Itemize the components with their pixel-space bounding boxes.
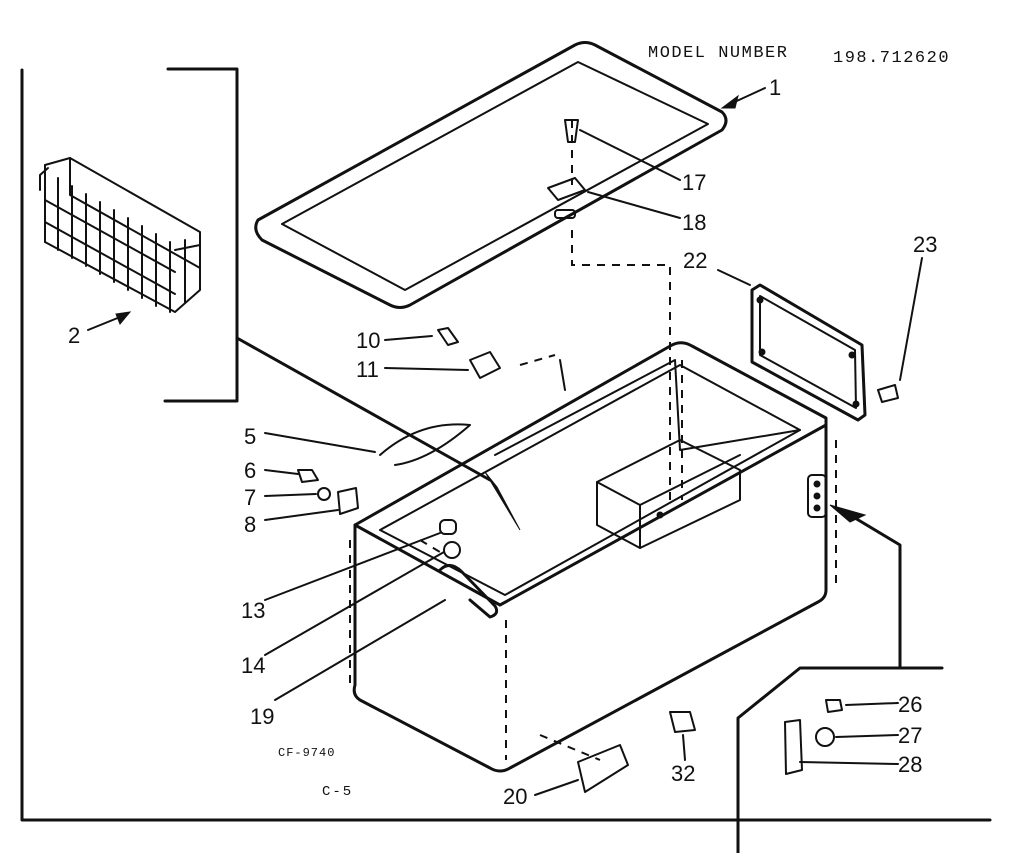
part-label-28: 28 — [898, 752, 922, 777]
part-label-32: 32 — [671, 761, 695, 786]
part-label-11: 11 — [356, 357, 379, 382]
part-label-18: 18 — [682, 210, 706, 235]
freezer-cabinet — [349, 341, 837, 773]
part-label-13: 13 — [241, 598, 265, 623]
part-label-20: 20 — [503, 784, 527, 809]
basket-bracket — [163, 67, 521, 531]
dashed-connectors — [419, 120, 671, 761]
drawing-code: CF-9740 — [278, 746, 335, 760]
part-label-6: 6 — [244, 458, 256, 483]
part-label-27: 27 — [898, 723, 922, 748]
page-code: C-5 — [322, 784, 353, 800]
part-label-14: 14 — [241, 653, 265, 678]
part-label-1: 1 — [769, 75, 781, 100]
leader-lines — [87, 87, 923, 796]
wire-basket — [39, 157, 201, 313]
part-label-22: 22 — [683, 248, 707, 273]
hinge-cover-plate — [750, 283, 867, 422]
page-frame-line — [20, 68, 992, 822]
model-number-label: MODEL NUMBER — [648, 44, 788, 63]
hinge-assembly — [736, 474, 944, 853]
part-label-17: 17 — [682, 170, 706, 195]
part-label-19: 19 — [250, 704, 274, 729]
part-label-8: 8 — [244, 512, 256, 537]
part-label-2: 2 — [68, 323, 80, 348]
part-number-labels: 1 2 5 6 7 8 10 11 13 14 17 18 19 20 22 2… — [68, 75, 937, 809]
part-label-7: 7 — [244, 485, 256, 510]
part-glyphs — [297, 119, 899, 793]
part-label-23: 23 — [913, 232, 937, 257]
part-label-5: 5 — [244, 424, 256, 449]
freezer-lid — [254, 41, 728, 309]
part-label-26: 26 — [898, 692, 922, 717]
part-label-10: 10 — [356, 328, 380, 353]
model-number-value: 198.712620 — [833, 49, 950, 68]
